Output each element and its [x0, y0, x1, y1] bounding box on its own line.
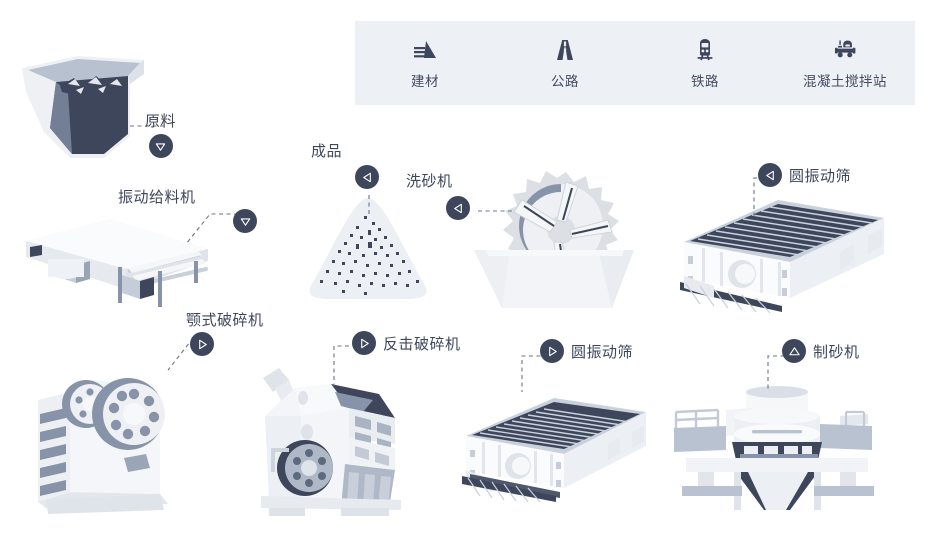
concrete-mixing-plant-icon	[832, 37, 858, 63]
node-label-finished-product: 成品	[311, 143, 343, 160]
node-label-vibrating-screen-upper: 圆振动筛	[789, 167, 852, 185]
node-label-impact-crusher: 反击破碎机	[383, 335, 461, 353]
node-label-sand-making-machine: 制砂机	[813, 343, 860, 361]
chevron-right-badge-impact-crusher[interactable]	[352, 331, 376, 355]
appbar-item-building-materials[interactable]: 建材	[355, 37, 495, 90]
node-raw-material[interactable]: 原料	[145, 110, 176, 158]
node-label-raw-material: 原料	[145, 113, 177, 130]
node-label-sand-washer: 洗砂机	[406, 173, 453, 190]
industry-application-bar: 建材 公路	[355, 21, 915, 105]
chevron-down-badge-vibrating-feeder[interactable]	[233, 209, 257, 233]
railway-icon	[692, 37, 718, 63]
connector-vibrating-screen-lower	[521, 355, 548, 392]
chevron-right-badge-jaw-crusher[interactable]	[190, 332, 214, 356]
chevron-up-badge-sand-making-machine[interactable]	[782, 339, 806, 363]
node-vibrating-screen-lower[interactable]: 圆振动筛	[540, 339, 633, 363]
appbar-item-railway[interactable]: 铁路	[635, 37, 775, 90]
node-finished-product[interactable]	[355, 165, 379, 189]
highway-icon	[552, 37, 578, 63]
connector-vibrating-screen-upper	[753, 177, 772, 216]
node-label-vibrating-screen-lower: 圆振动筛	[571, 343, 634, 361]
sand-making-machine-illustration	[668, 368, 898, 518]
appbar-item-highway[interactable]: 公路	[495, 37, 635, 90]
raw-material-hopper-illustration	[18, 48, 153, 163]
vibrating-feeder-illustration	[22, 205, 237, 315]
chevron-left-badge-vibrating-screen-upper[interactable]	[758, 163, 782, 187]
chevron-left-badge-finished-product[interactable]	[355, 165, 379, 189]
node-label-jaw-crusher: 颚式破碎机	[186, 312, 264, 329]
node-vibrating-screen-upper[interactable]: 圆振动筛	[758, 163, 851, 187]
chevron-left-badge-sand-washer[interactable]	[446, 196, 470, 220]
node-label-vibrating-feeder: 振动给料机	[118, 189, 196, 206]
node-sand-making-machine[interactable]: 制砂机	[782, 339, 860, 363]
vibrating-screen-lower-illustration	[460, 392, 660, 502]
node-jaw-crusher[interactable]: 颚式破碎机	[186, 309, 264, 330]
connector-vibrating-feeder	[185, 213, 238, 245]
vibrating-screen-upper-illustration	[678, 196, 908, 316]
impact-crusher-illustration	[245, 360, 445, 520]
appbar-label-building-materials: 建材	[411, 73, 439, 89]
connector-raw-material	[130, 125, 164, 127]
appbar-label-railway: 铁路	[691, 73, 719, 89]
jaw-crusher-illustration	[28, 352, 223, 517]
chevron-right-badge-vibrating-screen-lower[interactable]	[540, 339, 564, 363]
appbar-label-concrete-mixing-plant: 混凝土搅拌站	[803, 73, 887, 89]
chevron-down-badge-raw-material[interactable]	[148, 134, 173, 158]
node-impact-crusher[interactable]: 反击破碎机	[352, 331, 461, 355]
building-materials-icon	[412, 37, 438, 63]
connector-sand-washer	[476, 210, 512, 212]
finished-product-pile-illustration	[298, 192, 438, 310]
sand-washer-illustration	[462, 168, 642, 313]
node-vibrating-feeder[interactable]: 振动给料机	[118, 186, 196, 210]
appbar-label-highway: 公路	[551, 73, 579, 89]
node-sand-washer[interactable]	[446, 196, 470, 220]
appbar-item-concrete-mixing-plant[interactable]: 混凝土搅拌站	[775, 37, 915, 90]
connector-finished-product	[368, 192, 370, 214]
